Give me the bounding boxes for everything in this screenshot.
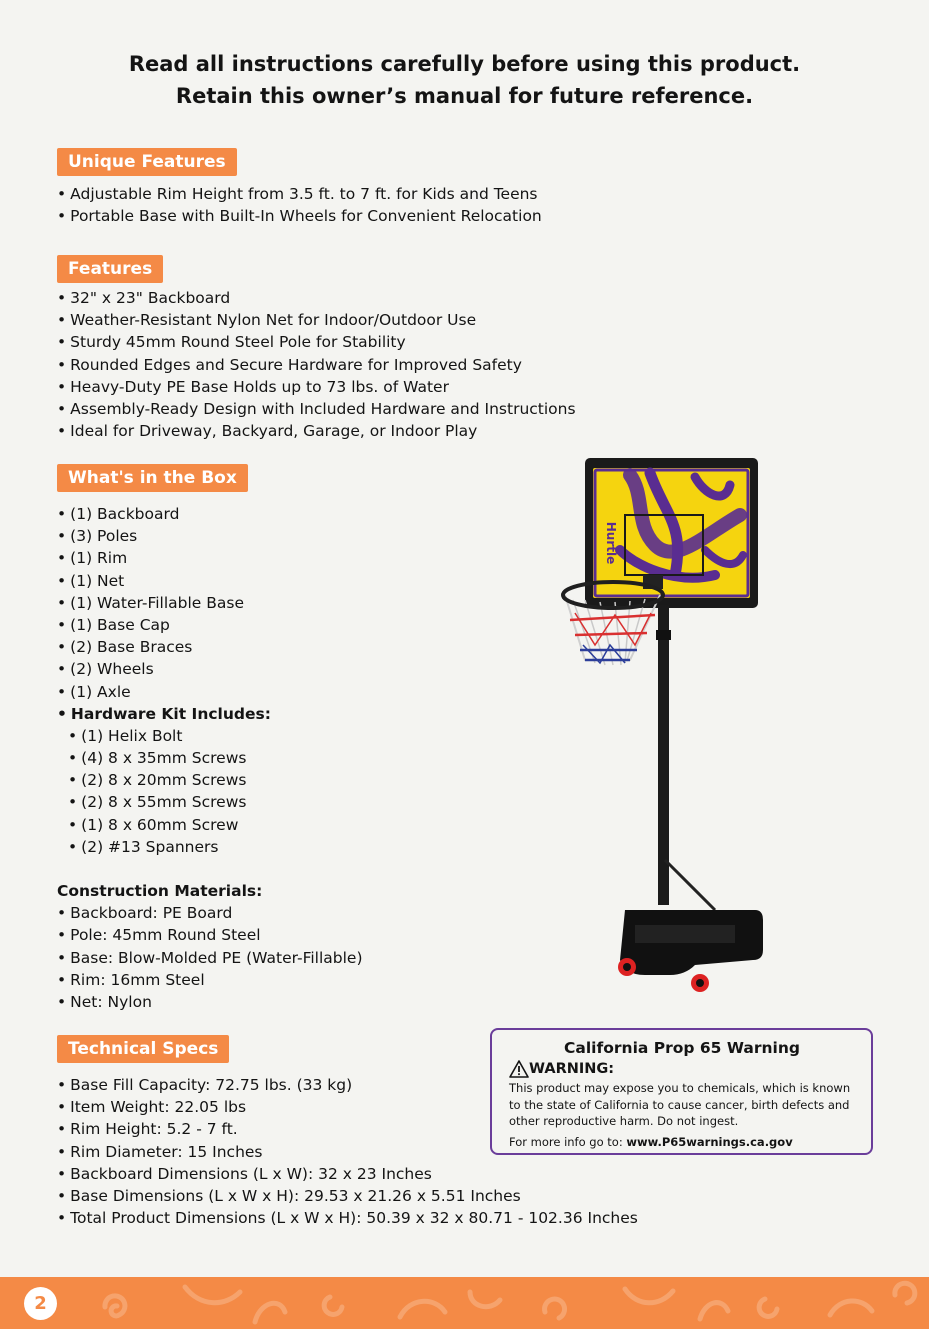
list-item: •(2) 8 x 55mm Screws: [68, 793, 247, 812]
page-number: 2: [24, 1287, 57, 1320]
list-item: •Rim: 16mm Steel: [57, 970, 205, 989]
pole: [658, 605, 669, 905]
list-item: •Pole: 45mm Round Steel: [57, 926, 261, 945]
list-item: •(1) Water-Fillable Base: [57, 593, 245, 612]
list-item: •(1) Net: [57, 571, 125, 590]
list-item: •Base: Blow-Molded PE (Water-Fillable): [57, 948, 363, 967]
list-item: •Adjustable Rim Height from 3.5 ft. to 7…: [57, 185, 538, 203]
bullet: •: [57, 185, 67, 203]
list-item: •(1) Backboard: [57, 505, 180, 523]
warning-more-info: For more info go to: www.P65warnings.ca.…: [509, 1134, 793, 1149]
list-item: •(1) Helix Bolt: [68, 726, 183, 745]
list-item: •Rim Height: 5.2 - 7 ft.: [57, 1120, 238, 1139]
unique-features-heading: Unique Features: [57, 148, 237, 176]
p65-website-link[interactable]: www.P65warnings.ca.gov: [626, 1134, 793, 1149]
list-item: •(1) 8 x 60mm Screw: [68, 815, 239, 834]
list-item: •(4) 8 x 35mm Screws: [68, 749, 247, 768]
list-item: •(1) Axle: [57, 682, 131, 701]
list-item: •(2) Base Braces: [57, 638, 193, 657]
intro-line-1: Read all instructions carefully before u…: [128, 52, 801, 76]
list-item: •Net: Nylon: [57, 992, 152, 1011]
technical-specs-heading: Technical Specs: [57, 1035, 230, 1063]
footer-band: [0, 1277, 929, 1329]
list-item: •Assembly-Ready Design with Included Har…: [57, 399, 576, 418]
warning-heading: WARNING:: [509, 1059, 855, 1079]
hardware-kit-heading: •Hardware Kit Includes:: [57, 704, 271, 723]
list-item: •Base Dimensions (L x W x H): 29.53 x 21…: [57, 1186, 521, 1205]
list-item: •Backboard: PE Board: [57, 904, 233, 923]
list-item: •32" x 23" Backboard: [57, 289, 231, 307]
backboard-logo: Hurtle: [604, 522, 618, 565]
box-contents-list: •(1) Backboard •(3) Poles •(1) Rim •(1) …: [57, 503, 363, 1013]
list-item: •Total Product Dimensions (L x W x H): 5…: [57, 1209, 638, 1228]
basketball-hoop-illustration: Hurtle: [561, 458, 763, 992]
list-item: •Rim Diameter: 15 Inches: [57, 1142, 263, 1161]
whats-in-the-box-heading: What's in the Box: [57, 464, 248, 492]
intro-line-2: Retain this owner’s manual for future re…: [175, 84, 754, 108]
list-item: •(2) 8 x 20mm Screws: [68, 771, 247, 790]
warning-label: WARNING:: [529, 1061, 615, 1077]
rim: [561, 580, 665, 610]
list-item: •(2) Wheels: [57, 660, 154, 679]
list-item: •(3) Poles: [57, 527, 138, 546]
list-item: •Sturdy 45mm Round Steel Pole for Stabil…: [57, 333, 406, 352]
list-item: •Backboard Dimensions (L x W): 32 x 23 I…: [57, 1164, 432, 1183]
list-item: •Portable Base with Built-In Wheels for …: [57, 207, 542, 226]
list-item: •(2) #13 Spanners: [68, 837, 219, 856]
prop65-warning-box: California Prop 65 Warning WARNING: This…: [490, 1028, 873, 1155]
warning-title: California Prop 65 Warning: [564, 1039, 800, 1057]
warning-triangle-icon: [509, 1060, 529, 1078]
bullet: •: [57, 207, 67, 226]
intro-notice: Read all instructions carefully before u…: [0, 48, 929, 112]
list-item: •Item Weight: 22.05 lbs: [57, 1098, 247, 1117]
list-item: •Weather-Resistant Nylon Net for Indoor/…: [57, 311, 477, 330]
list-item: •Base Fill Capacity: 72.75 lbs. (33 kg): [57, 1076, 353, 1094]
list-item: •Heavy-Duty PE Base Holds up to 73 lbs. …: [57, 377, 449, 396]
list-item: •(1) Rim: [57, 549, 128, 568]
construction-materials-heading: Construction Materials:: [57, 882, 263, 900]
warning-text: This product may expose you to chemicals…: [509, 1081, 851, 1128]
features-heading: Features: [57, 255, 164, 283]
list-item: •Rounded Edges and Secure Hardware for I…: [57, 355, 522, 374]
list-item: •Ideal for Driveway, Backyard, Garage, o…: [57, 422, 478, 441]
technical-specs-list: •Base Fill Capacity: 72.75 lbs. (33 kg) …: [57, 1074, 638, 1229]
list-item: •(1) Base Cap: [57, 615, 170, 634]
features-list: •32" x 23" Backboard •Weather-Resistant …: [57, 287, 576, 442]
footer-swirl-pattern: [102, 1280, 918, 1325]
unique-features-list: •Adjustable Rim Height from 3.5 ft. to 7…: [57, 183, 542, 227]
